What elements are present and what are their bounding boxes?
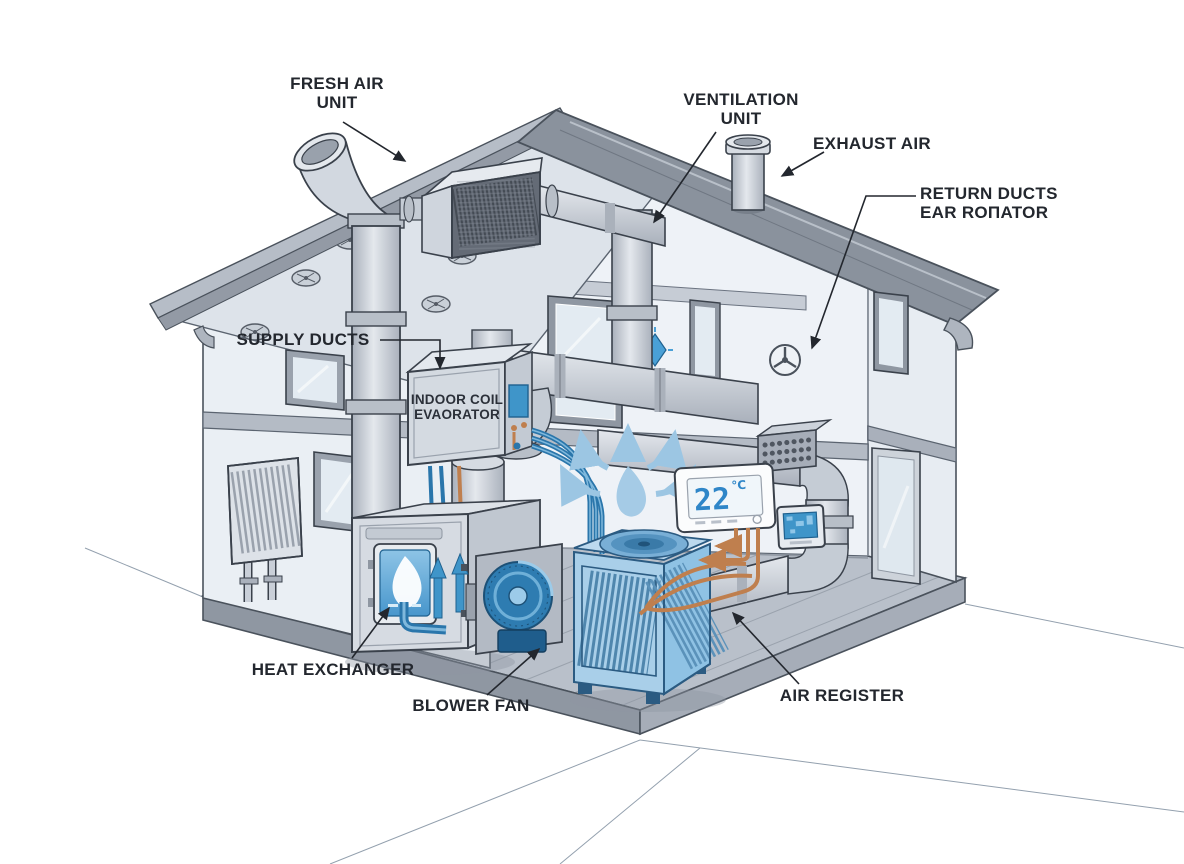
return-grille-box [755, 419, 833, 473]
label-supply-ducts: SUPPLY DUCTS [236, 330, 370, 349]
indoor-coil-unit [405, 342, 533, 521]
label-ventilation-unit: VENTILATION UNIT [683, 90, 799, 129]
furnace-shadow [345, 649, 515, 675]
coil-display-screen [508, 384, 529, 418]
ground-perspective-lines [84, 547, 1184, 864]
fresh-air-unit [421, 157, 666, 260]
label-heat-exchanger: HEAT EXCHANGER [251, 660, 415, 679]
label-exhaust-air: EXHAUST AIR [813, 134, 931, 153]
leader-exhaust [780, 151, 825, 177]
label-blower-fan: BLOWER FAN [412, 696, 530, 715]
flame-icon [392, 556, 422, 608]
leader-air-register [731, 611, 800, 685]
thermostat-unit: °C [731, 478, 747, 493]
label-return-ducts: RETURN DUCTS EAR ROΠATOR [920, 184, 1058, 223]
leader-fresh-air [342, 121, 407, 162]
right-wall-openings [871, 291, 921, 585]
leader-return-ducts [810, 195, 916, 350]
gutter-downspout [943, 317, 974, 351]
first-floor-left-wall [227, 349, 365, 602]
label-indoor-coil: INDOOR COIL EVAORATOR [410, 392, 504, 423]
condenser-unit [573, 529, 729, 704]
leader-ventilation [653, 131, 717, 224]
thermostat: 22 °C [673, 462, 777, 534]
hydronic-pipes [638, 528, 760, 616]
label-air-register: AIR REGISTER [779, 686, 905, 705]
wall-fan-icon [769, 344, 801, 376]
wall-controller [776, 503, 826, 550]
leader-supply-ducts [380, 339, 446, 370]
radiator [227, 456, 303, 602]
leader-blower-fan [486, 647, 541, 696]
ventilation-stack [725, 134, 771, 214]
label-leader-lines [342, 121, 916, 696]
label-fresh-air-unit: FRESH AIR UNIT [290, 74, 384, 113]
blower-fan-unit [465, 542, 563, 656]
airflow-icon [559, 423, 697, 517]
duct-network [293, 132, 854, 622]
condenser-fan [599, 529, 689, 559]
left-eave-downspout [193, 325, 215, 349]
leader-heat-exchanger [351, 606, 390, 659]
thermostat-temperature: 22 [693, 482, 731, 519]
